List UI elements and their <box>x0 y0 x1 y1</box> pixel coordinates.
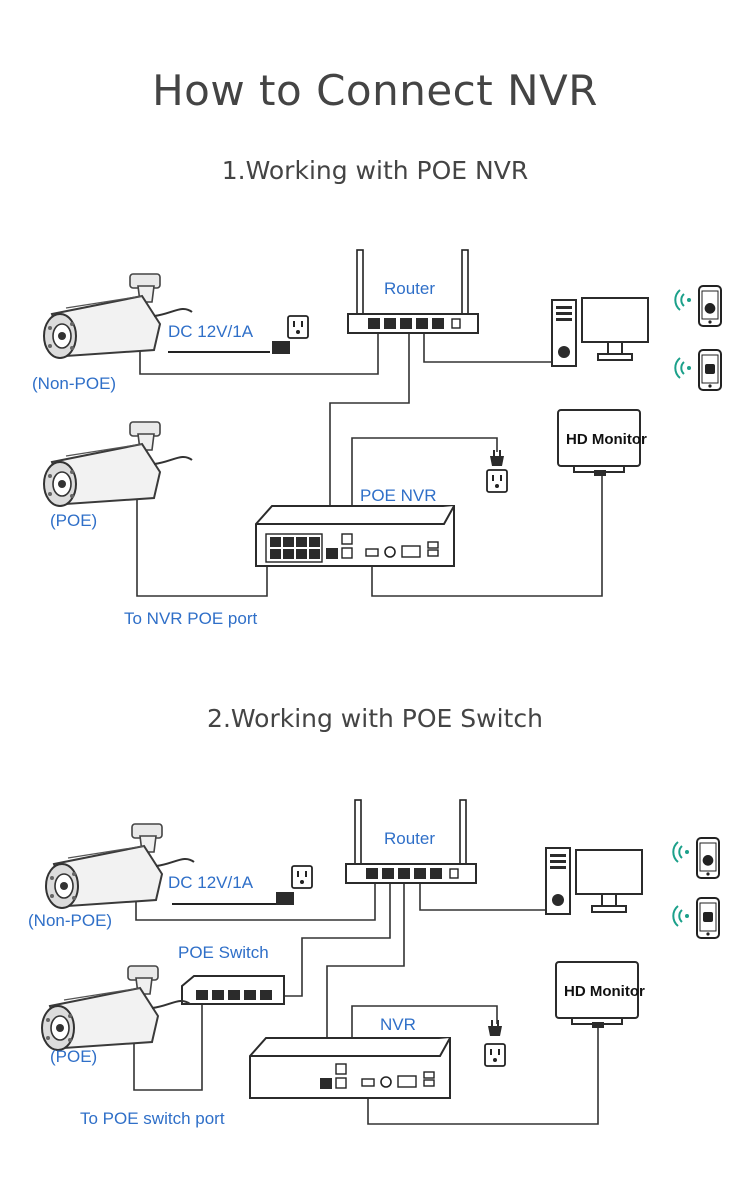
android-icon <box>703 912 713 922</box>
phone-android-1 <box>698 349 722 391</box>
section-2-diagram: Router (Non-POE) DC 12V/1A POE Switch (P… <box>28 799 720 1128</box>
router-2 <box>345 799 477 884</box>
router-1-label: Router <box>384 279 435 298</box>
page-title: How to Connect NVR <box>152 66 598 115</box>
nvr-label-1: POE NVR <box>360 486 437 505</box>
dc-label-1: DC 12V/1A <box>168 322 254 341</box>
power-plug-icon <box>488 1020 502 1036</box>
power-outlet-icon <box>291 865 313 889</box>
port-note-2: To POE switch port <box>80 1109 225 1128</box>
power-outlet-icon <box>486 469 508 493</box>
desktop-computer-1 <box>551 297 649 367</box>
port-note-1: To NVR POE port <box>124 609 257 628</box>
router-2-label: Router <box>384 829 435 848</box>
power-plug-icon <box>276 892 294 905</box>
section-1-wires <box>136 330 603 597</box>
power-outlet-icon <box>484 1043 506 1067</box>
poe-label-2: (POE) <box>50 1047 97 1066</box>
power-outlet-icon <box>287 315 309 339</box>
wifi-icon <box>672 905 689 927</box>
section-2-heading: 2.Working with POE Switch <box>207 704 543 733</box>
wifi-icon <box>672 841 689 863</box>
apple-icon: ● <box>702 852 714 868</box>
poe-label-1: (POE) <box>50 511 97 530</box>
hd-monitor-1 <box>557 409 641 476</box>
non-poe-label-2: (Non-POE) <box>28 911 112 930</box>
nvr-2 <box>249 1037 451 1099</box>
power-plug-icon <box>272 341 290 354</box>
dc-label-2: DC 12V/1A <box>168 873 254 892</box>
camera-poe-2 <box>41 965 191 1051</box>
switch-label-2: POE Switch <box>178 943 269 962</box>
wifi-icon <box>674 357 691 379</box>
camera-non-poe-1 <box>43 273 193 359</box>
phone-ios-1: ● <box>698 285 722 327</box>
wifi-icon <box>674 289 691 311</box>
hd-monitor-2 <box>555 961 639 1028</box>
phone-ios-2: ● <box>696 837 720 879</box>
nvr-label-2: NVR <box>380 1015 416 1034</box>
section-1-diagram: Router (Non-POE) DC 12V/1A (POE) <box>32 249 722 628</box>
monitor-label-1: HD Monitor <box>566 431 647 448</box>
phone-android-2 <box>696 897 720 939</box>
section-1-heading: 1.Working with POE NVR <box>221 156 529 185</box>
poe-switch <box>181 975 285 1005</box>
camera-non-poe-2 <box>45 823 195 909</box>
poe-nvr <box>255 505 455 567</box>
non-poe-label-1: (Non-POE) <box>32 374 116 393</box>
android-icon <box>705 364 715 374</box>
camera-poe-1 <box>43 421 193 507</box>
router-1 <box>347 249 479 334</box>
monitor-label-2: HD Monitor <box>564 983 645 1000</box>
desktop-computer-2 <box>545 847 643 915</box>
apple-icon: ● <box>704 300 716 316</box>
power-plug-icon <box>490 450 504 466</box>
